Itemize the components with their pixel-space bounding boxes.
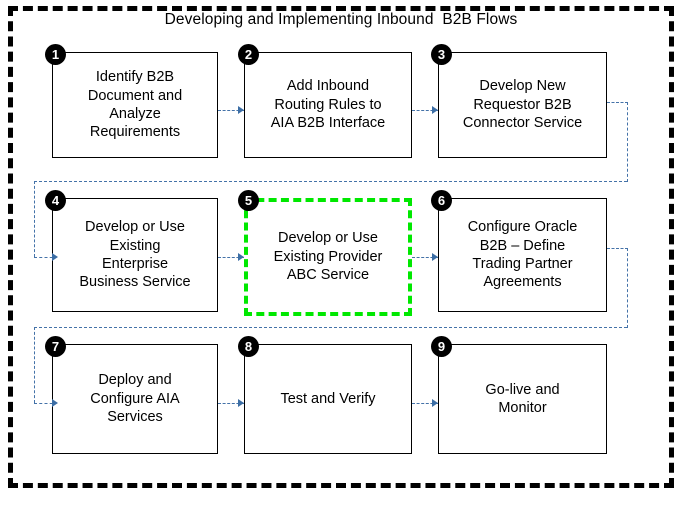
step-box-5-label: Develop or Use Existing Provider ABC Ser… <box>273 230 383 284</box>
arrow-head-4-to-5 <box>238 253 244 261</box>
connector-row2-wrap-top <box>607 248 628 249</box>
arrow-head-wrap-into-4 <box>52 253 58 261</box>
connector-7-to-8 <box>218 403 244 404</box>
step-box-3-label: Develop New Requestor B2B Connector Serv… <box>462 78 583 132</box>
step-badge-3: 3 <box>431 44 452 65</box>
step-badge-5: 5 <box>238 190 259 211</box>
step-box-3[interactable]: Develop New Requestor B2B Connector Serv… <box>438 52 607 158</box>
step-box-6-label: Configure Oracle B2B – Define Trading Pa… <box>467 219 578 291</box>
step-badge-7: 7 <box>45 336 66 357</box>
step-box-8[interactable]: Test and Verify <box>244 344 412 454</box>
step-box-7-label: Deploy and Configure AIA Services <box>90 372 180 426</box>
connector-row2-wrap-into-7 <box>34 403 58 404</box>
page-title: Developing and Implementing Inbound B2B … <box>164 11 518 28</box>
step-badge-4: 4 <box>45 190 66 211</box>
arrow-head-8-to-9 <box>432 399 438 407</box>
step-badge-6: 6 <box>431 190 452 211</box>
arrow-head-1-to-2 <box>238 106 244 114</box>
step-box-4[interactable]: Develop or Use Existing Enterprise Busin… <box>52 198 218 312</box>
connector-8-to-9 <box>412 403 438 404</box>
connector-row1-wrap-bottom <box>34 181 627 182</box>
connector-row1-wrap-top <box>607 102 628 103</box>
connector-row1-wrap-right <box>627 102 628 182</box>
step-box-1[interactable]: Identify B2B Document and Analyze Requir… <box>52 52 218 158</box>
step-box-7[interactable]: Deploy and Configure AIA Services <box>52 344 218 454</box>
step-box-1-label: Identify B2B Document and Analyze Requir… <box>87 69 183 141</box>
step-badge-8: 8 <box>238 336 259 357</box>
step-badge-1: 1 <box>45 44 66 65</box>
connector-4-to-5 <box>218 257 244 258</box>
arrow-head-7-to-8 <box>238 399 244 407</box>
step-badge-2: 2 <box>238 44 259 65</box>
step-badge-9: 9 <box>431 336 452 357</box>
step-box-8-label: Test and Verify <box>280 390 376 407</box>
connector-row2-wrap-right <box>627 248 628 328</box>
connector-row2-wrap-left <box>34 327 35 403</box>
arrow-head-5-to-6 <box>432 253 438 261</box>
connector-5-to-6 <box>412 257 438 258</box>
connector-1-to-2 <box>218 110 244 111</box>
arrow-head-2-to-3 <box>432 106 438 114</box>
step-box-9[interactable]: Go-live and Monitor <box>438 344 607 454</box>
connector-row1-wrap-into-4 <box>34 257 58 258</box>
step-box-2[interactable]: Add Inbound Routing Rules to AIA B2B Int… <box>244 52 412 158</box>
step-box-9-label: Go-live and Monitor <box>485 381 560 416</box>
step-box-6[interactable]: Configure Oracle B2B – Define Trading Pa… <box>438 198 607 312</box>
arrow-head-wrap-into-7 <box>52 399 58 407</box>
connector-row2-wrap-bottom <box>34 327 627 328</box>
connector-row1-wrap-left <box>34 181 35 257</box>
step-box-2-label: Add Inbound Routing Rules to AIA B2B Int… <box>270 78 386 132</box>
step-box-4-label: Develop or Use Existing Enterprise Busin… <box>79 219 191 291</box>
step-box-5[interactable]: Develop or Use Existing Provider ABC Ser… <box>244 198 412 316</box>
connector-2-to-3 <box>412 110 438 111</box>
outer-dashed-frame <box>8 6 674 488</box>
